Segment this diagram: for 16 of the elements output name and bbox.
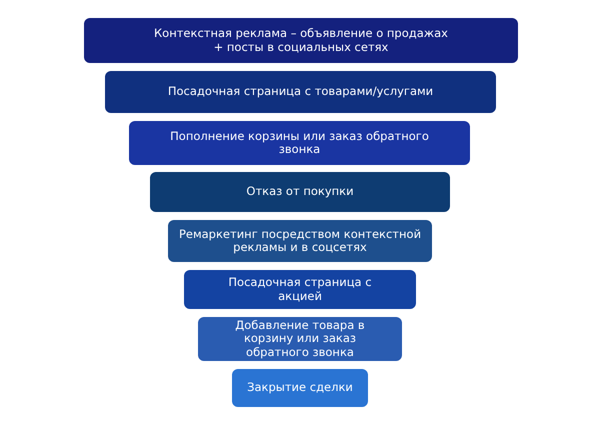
funnel-stage (129, 121, 470, 165)
stage-label: Контекстная реклама – объявление о продажах + посты в социальных сетях (153, 27, 449, 54)
funnel-stage (232, 369, 368, 407)
stage-label: Отказ от покупки (246, 185, 354, 199)
stage-label: Закрытие сделки (247, 381, 353, 395)
funnel-stage (198, 317, 402, 361)
stage-label: Посадочная страница с акцией (227, 276, 373, 303)
stage-label: Ремаркетинг посредством контекстной рекламы и в соцсетях (178, 228, 422, 254)
stage-label: Добавление товара в корзину или заказ обратного звонка (234, 319, 366, 359)
funnel-stage (105, 71, 496, 113)
funnel-stage (150, 172, 450, 212)
stage-label: Посадочная страница с товарами/услугами (168, 85, 434, 99)
funnel-stage (84, 18, 518, 63)
funnel-stage (168, 220, 432, 262)
funnel-stage (184, 270, 416, 309)
stage-label: Пополнение корзины или заказ обратного звонка (170, 130, 430, 156)
